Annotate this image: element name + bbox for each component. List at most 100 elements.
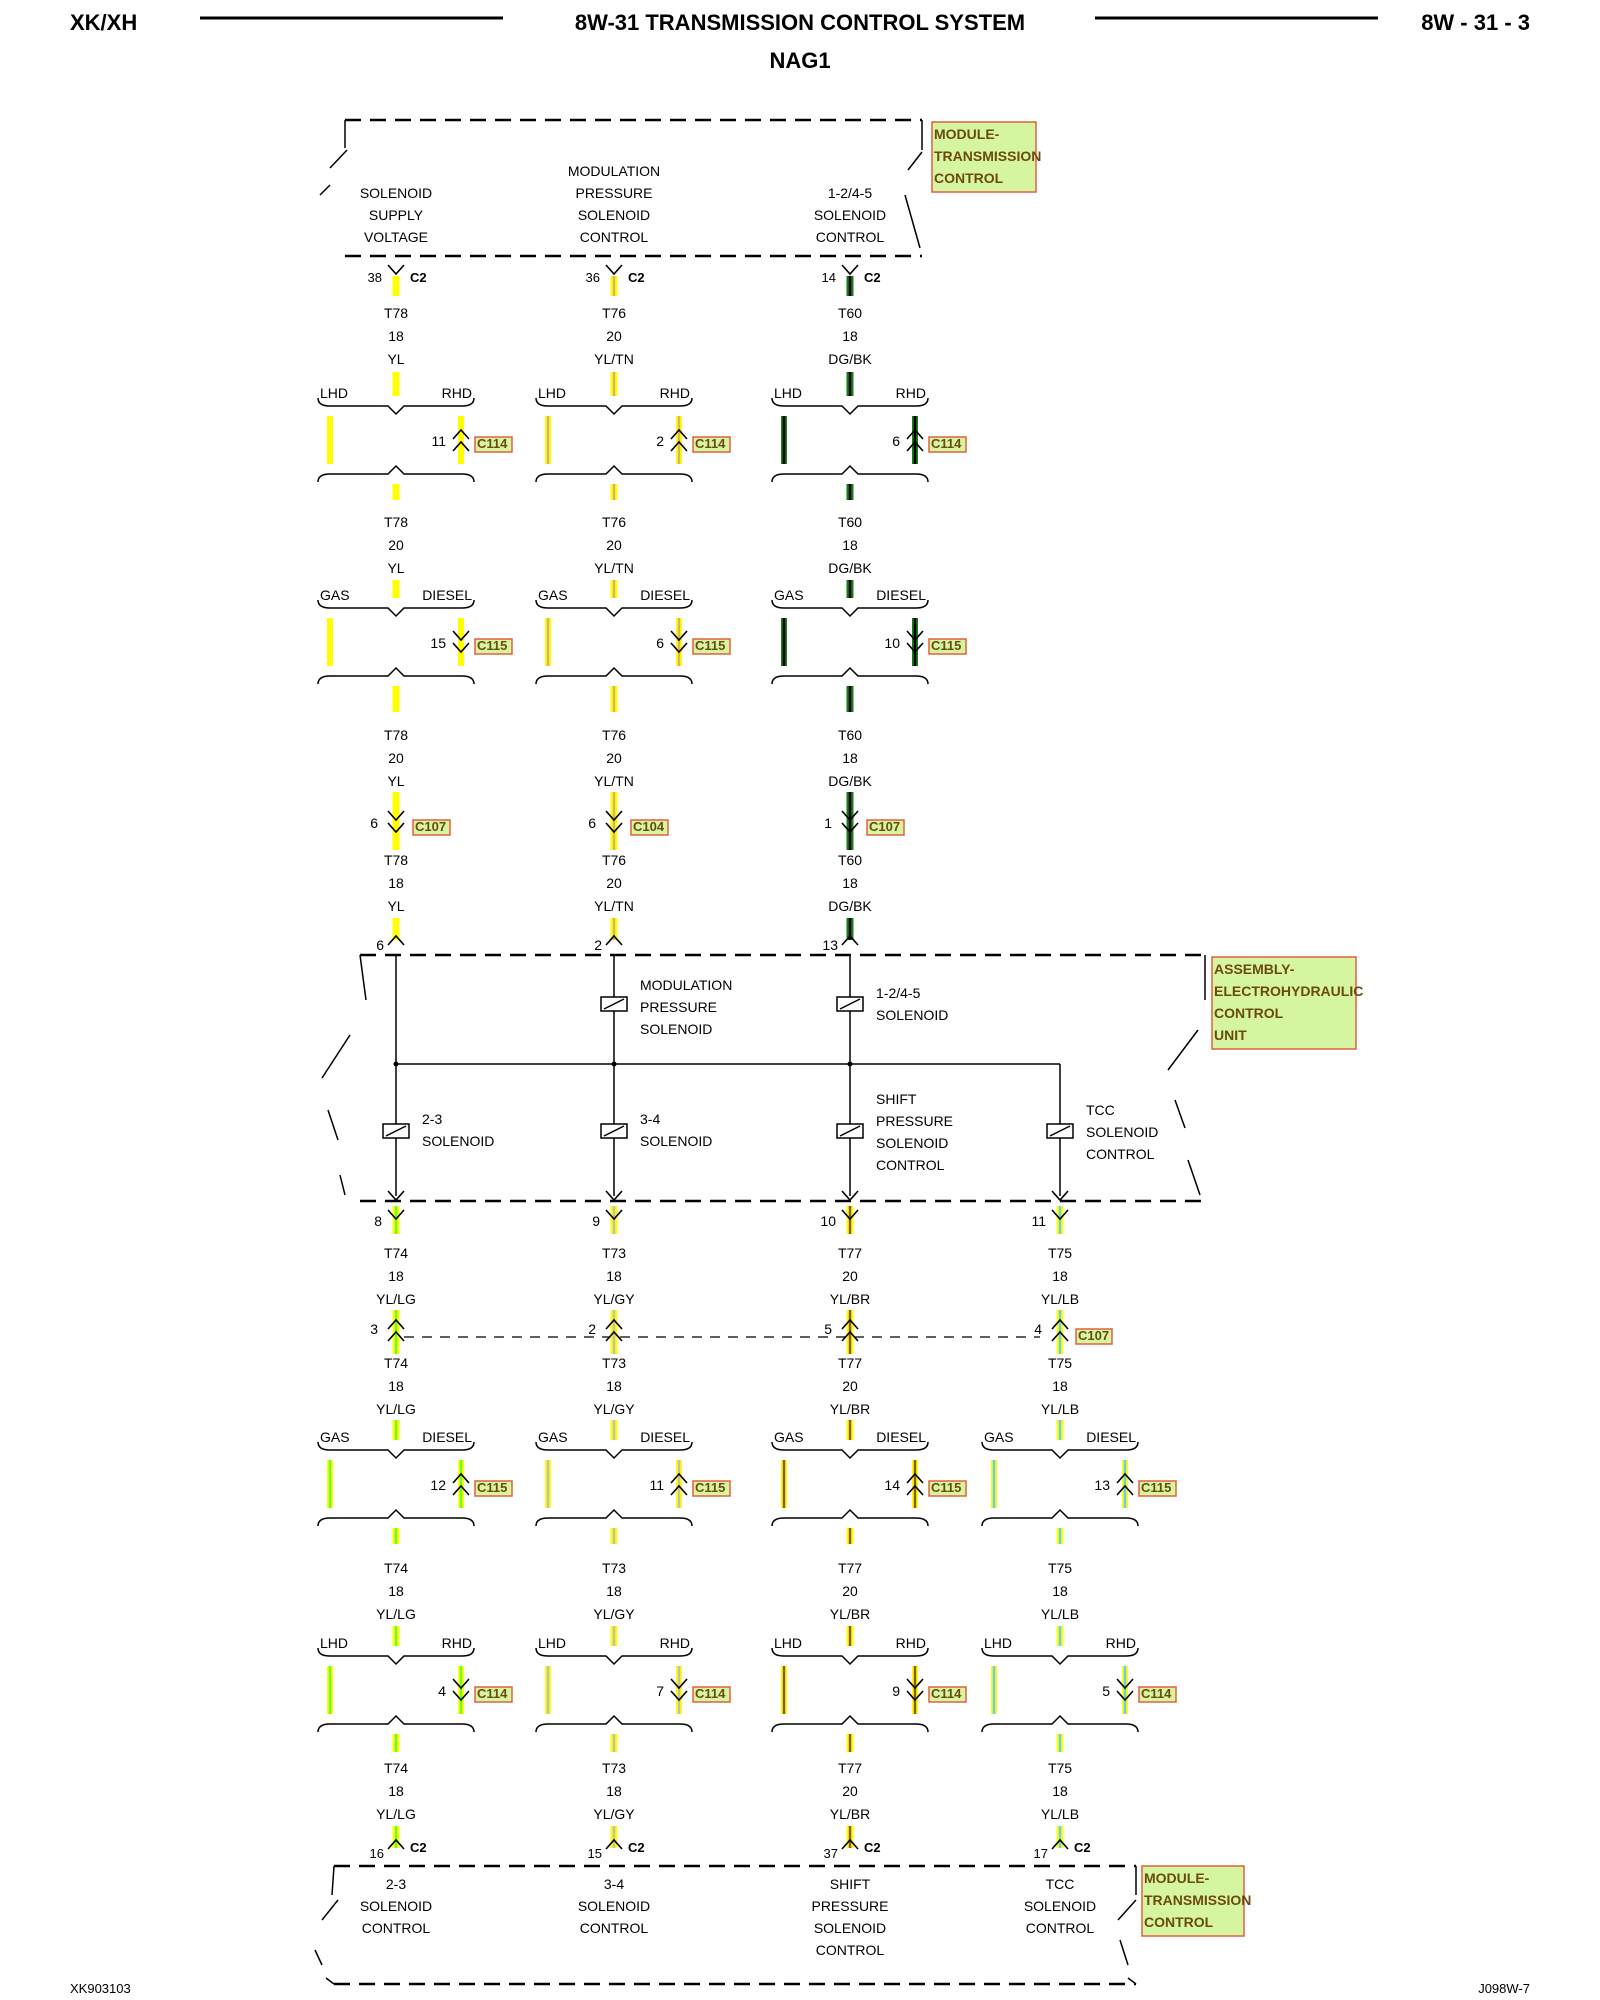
- top-circuit-3-gas-diesel-right-wire-tracer: [913, 618, 917, 666]
- top-circuit-2-lhd-rhd-conn-text: C114: [695, 436, 726, 451]
- tcm-top-pin-label-2-0: 1-2/4-5: [828, 185, 873, 201]
- bottom-circuit-3-tcm-connector: C2: [864, 1840, 881, 1855]
- lower-solenoid-3-label-1: PRESSURE: [876, 1113, 953, 1129]
- lower-solenoid-3-label-2: SOLENOID: [876, 1135, 948, 1151]
- top-circuit-3-label-c-2: DG/BK: [828, 773, 872, 789]
- bottom-circuit-2-lhd-rhd-top-brace: [535, 1647, 693, 1666]
- top-circuit-2-lhd-rhd-chevron-a: [670, 428, 688, 440]
- bottom-circuit-1-label-d-0: T74: [384, 1760, 408, 1776]
- tcm-top-module: [319, 118, 923, 258]
- bottom-circuit-1-lhd-rhd-pin: 4: [438, 1683, 446, 1699]
- bottom-circuit-3-label-d-2: YL/BR: [830, 1806, 870, 1822]
- bottom-circuit-1-seg-5-tracer: [394, 1734, 398, 1752]
- top-circuit-3-gas-diesel-conn-box: [928, 638, 967, 655]
- bottom-circuit-3-gas-diesel-left-label: GAS: [774, 1429, 804, 1445]
- tcm-top-pin-chevron-1: [605, 264, 623, 276]
- bottom-circuit-1-seg-4-tracer: [394, 1626, 398, 1646]
- solenoid-1245-slash: [839, 998, 861, 1010]
- bottom-circuit-1-seg-2-tracer: [394, 1420, 398, 1440]
- bottom-circuit-4-label-a-2: YL/LB: [1041, 1291, 1079, 1307]
- top-circuit-1-gas-diesel-conn: C115: [474, 638, 513, 655]
- top-circuit-1-inline-pin: 6: [370, 815, 378, 831]
- lower-solenoid-3-label-0: SHIFT: [876, 1091, 917, 1107]
- tcm-top-callout-line-0: MODULE-: [934, 126, 1000, 142]
- top-circuit-2-gas-diesel-chevron-a: [670, 630, 688, 642]
- top-circuit-1-label-d-0: T78: [384, 852, 408, 868]
- bottom-inline-conn-c107-text: C107: [1078, 1328, 1109, 1343]
- top-circuit-1-inline-chevron-b: [387, 822, 405, 834]
- bottom-circuit-2-label-b-1: 18: [606, 1378, 622, 1394]
- top-circuit-1-inline-conn-box: [412, 819, 451, 836]
- bottom-circuit-2-tcm-label-1: SOLENOID: [578, 1898, 650, 1914]
- page-header: XK/XH 8W-31 TRANSMISSION CONTROL SYSTEM …: [70, 10, 1530, 73]
- top-circuit-1-seg-1-base: [392, 372, 400, 396]
- bottom-circuit-2-gas-diesel-conn-text: C115: [695, 1480, 725, 1495]
- lower-solenoid-4-slash: [1049, 1125, 1071, 1137]
- top-circuit-3-gas-diesel-right-label: DIESEL: [876, 587, 926, 603]
- top-circuit-3-label-a-1: 18: [842, 328, 858, 344]
- top-circuit-2-lhd-rhd-left-wire: [545, 416, 551, 464]
- bottom-circuit-4-gas-diesel-bottom-brace: [981, 1508, 1139, 1527]
- bottom-circuit-4-tcm-connector: C2: [1074, 1840, 1091, 1855]
- top-circuit-3-lhd-rhd-right-wire: [912, 416, 918, 464]
- bottom-circuit-2-label-c-2: YL/GY: [593, 1606, 635, 1622]
- top-circuit-2-seg-6-tracer: [612, 918, 616, 940]
- tcm-bottom-callout-box: [1141, 1865, 1245, 1937]
- tcm-bottom-break-right: [1117, 1866, 1137, 1985]
- bottom-circuit-2-label-c-1: 18: [606, 1583, 622, 1599]
- bottom-circuit-2-lhd-rhd-left-wire: [545, 1666, 551, 1714]
- bottom-circuit-1-gas-diesel-chevron-a: [452, 1472, 470, 1484]
- top-circuit-1-label-d-2: YL: [387, 898, 404, 914]
- bottom-circuit-1-tcm-chevron: [387, 1838, 405, 1850]
- bottom-circuit-2-seg-5-tracer: [612, 1734, 616, 1752]
- top-circuit-3-seg-6-tracer: [848, 918, 852, 940]
- top-circuit-2-gas-diesel-conn: C115: [692, 638, 731, 655]
- bottom-circuit-4-label-a-1: 18: [1052, 1268, 1068, 1284]
- bottom-circuit-3-lhd-rhd-chevron-b: [906, 1690, 924, 1702]
- bottom-circuit-2-seg-2-tracer: [612, 1420, 616, 1440]
- top-circuit-2-gas-diesel-conn-box: [692, 638, 731, 655]
- top-circuit-2-label-a-2: YL/TN: [594, 351, 634, 367]
- bottom-circuit-3-inline-pin: 5: [824, 1321, 832, 1337]
- top-circuit-3-label-a-2: DG/BK: [828, 351, 872, 367]
- bottom-circuit-1-tcm-connector: C2: [410, 1840, 427, 1855]
- bottom-circuit-2-seg-5: [610, 1734, 618, 1752]
- bottom-circuit-4-tcm-chevron: [1051, 1838, 1069, 1850]
- top-circuit-1-seg-0: [392, 276, 400, 296]
- bottom-circuit-2-gas-diesel-conn-box: [692, 1480, 731, 1497]
- top-circuit-2-seg-2-tracer: [612, 484, 616, 500]
- top-circuit-2-gas-diesel-right-label: DIESEL: [640, 587, 690, 603]
- bottom-circuit-4-lhd-rhd-chevron-b: [1116, 1690, 1134, 1702]
- top-circuit-1-lhd-rhd-pin: 11: [431, 433, 446, 449]
- top-circuit-1-gas-diesel-left-wire: [327, 618, 333, 666]
- tcm-top-pin-label-1-2: SOLENOID: [578, 207, 650, 223]
- top-circuit-3-label-a-0: T60: [838, 305, 862, 321]
- top-circuit-3-lhd-rhd-conn: C114: [928, 436, 967, 453]
- top-circuit-2-label-c-1: 20: [606, 750, 622, 766]
- bottom-circuit-2-label-d-2: YL/GY: [593, 1806, 635, 1822]
- top-circuit-1-lhd-rhd-chevron-b: [452, 440, 470, 452]
- bottom-circuit-1-seg-2: [392, 1420, 400, 1440]
- top-circuit-3-lhd-rhd-top-brace: [771, 397, 929, 416]
- top-circuit-3-gas-diesel-conn: C115: [928, 638, 967, 655]
- bottom-circuit-1-gas-diesel-conn-text: C115: [477, 1480, 507, 1495]
- top-circuit-1-label-b-0: T78: [384, 514, 408, 530]
- top-circuit-1-seg-2: [392, 484, 400, 500]
- bottom-circuit-3-seg-5: [846, 1734, 854, 1752]
- top-circuit-3-label-d-0: T60: [838, 852, 862, 868]
- bottom-circuit-3-gas-diesel-conn-text: C115: [931, 1480, 961, 1495]
- top-circuit-1-lhd-rhd-conn: C114: [474, 436, 513, 453]
- bottom-circuit-3-lhd-rhd-right-wire: [912, 1666, 918, 1714]
- bottom-circuit-2-seg-3: [610, 1528, 618, 1544]
- bottom-circuit-3-seg-6-tracer: [848, 1826, 852, 1848]
- bottom-circuit-3-label-c-1: 20: [842, 1583, 858, 1599]
- bottom-circuit-4-lhd-rhd-conn: C114: [1138, 1686, 1177, 1703]
- top-circuit-1-lhd-rhd-conn-text: C114: [477, 436, 508, 451]
- lower-solenoid-1-slash: [385, 1125, 407, 1137]
- bottom-circuit-4-gas-diesel-chevron-b: [1116, 1484, 1134, 1496]
- top-circuit-1-seg-0-base: [392, 276, 400, 296]
- top-circuit-1-label-a-1: 18: [388, 328, 404, 344]
- bottom-circuit-4-label-d-2: YL/LB: [1041, 1806, 1079, 1822]
- bottom-circuit-2-gas-diesel-conn: C115: [692, 1480, 731, 1497]
